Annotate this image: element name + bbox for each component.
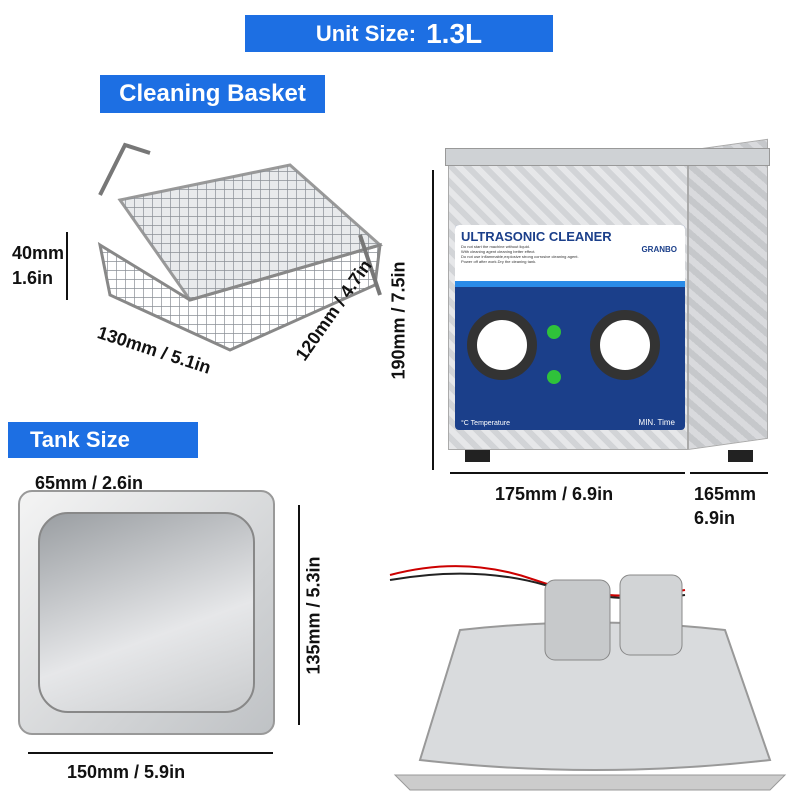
cleaner-width-mm: 165mm [694, 484, 757, 504]
warning-text: Power off after work.Dry the cleaning ta… [461, 259, 537, 264]
cleaner-length: 175mm / 6.9in [495, 484, 614, 504]
basket-height-in: 1.6in [12, 268, 54, 288]
unit-size-banner: Unit Size: 1.3L [245, 15, 553, 52]
tank-size-heading: Tank Size [8, 422, 198, 458]
unit-size-value: 1.3L [426, 17, 483, 49]
cleaner-side [688, 138, 768, 451]
panel-title: ULTRASONIC CLEANER [461, 229, 612, 244]
time-knob[interactable] [590, 310, 660, 380]
warning-text: With cleaning agent cleaning better effe… [461, 249, 536, 254]
cleaning-basket-heading: Cleaning Basket [100, 75, 325, 113]
transducer-tank-image [389, 565, 787, 791]
power-led [547, 325, 561, 339]
cleaner-width-in: 6.9in [694, 508, 736, 528]
cleaning-basket-image [97, 142, 384, 352]
warning-text: Do not start the machine without liquid. [461, 244, 530, 249]
basket-height-mm: 40mm [12, 243, 65, 263]
unit-size-label: Unit Size: [315, 20, 417, 46]
working-led [547, 370, 561, 384]
time-label: MIN. Time [638, 418, 675, 427]
control-panel: ULTRASONIC CLEANER GRANBO Do not start t… [455, 225, 685, 430]
tank-corner: 65mm / 2.6in [35, 473, 144, 493]
tank-image [18, 490, 275, 735]
tank-depth: 135mm / 5.3in [303, 556, 324, 675]
cleaner-height: 190mm / 7.5in [388, 261, 409, 380]
temperature-label: °C Temperature [461, 420, 510, 427]
warning-text: Do not use inflammable,explosive strong … [461, 254, 579, 259]
tank-length: 150mm / 5.9in [67, 762, 186, 782]
panel-brand: GRANBO [641, 245, 677, 254]
temperature-knob[interactable] [467, 310, 537, 380]
